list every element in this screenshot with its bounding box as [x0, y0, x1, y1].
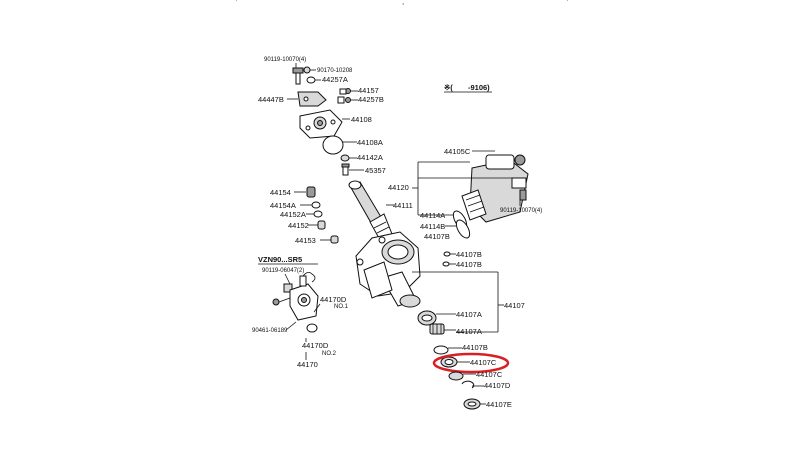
label-44170D-b: 44170D: [302, 341, 329, 350]
part-plug-44152: [317, 220, 326, 230]
part-bolt-45357: [341, 163, 350, 176]
svg-text:※(: ※(: [444, 83, 453, 92]
part-seal-44107C-b: [448, 371, 464, 381]
label-44170D-a: 44170D: [320, 295, 347, 304]
part-fitting-44153: [330, 235, 339, 244]
part-cap-44107E: [463, 398, 481, 410]
part-ring-44154A: [311, 201, 321, 209]
label-44107: 44107: [504, 301, 525, 310]
label-44257A: 44257A: [322, 75, 348, 84]
part-fitting-44157: [339, 88, 351, 95]
label-44107B-a: 44107B: [424, 232, 450, 241]
label-44107C-b: 44107C: [476, 370, 503, 379]
part-ring-44152A: [313, 210, 323, 218]
part-valve-shaft-44111: [348, 180, 393, 241]
part-washer-90170: [303, 66, 311, 74]
label-90119-10070-right: 90119-10070(4): [500, 208, 542, 214]
part-sensor-44170: [272, 272, 319, 321]
label-90461-06189: 90461-06189: [252, 328, 288, 334]
label-44152: 44152: [288, 221, 309, 230]
label-44111: 44111: [393, 201, 413, 210]
part-bearing-44107A-b: [429, 323, 445, 335]
header-mark-3: ': [567, 0, 569, 6]
date-range-note: ※( -9106): [444, 83, 492, 93]
label-44107B-d: 44107B: [462, 343, 488, 352]
label-no1: NO.1: [334, 304, 349, 310]
label-44154: 44154: [270, 188, 291, 197]
label-44107D: 44107D: [484, 381, 511, 390]
label-44257B: 44257B: [358, 95, 384, 104]
label-44107A-a: 44107A: [456, 310, 482, 319]
part-ring-44107B-b: [442, 261, 450, 267]
label-44447B: 44447B: [258, 95, 284, 104]
part-plug-44154: [306, 186, 316, 198]
label-44170: 44170: [297, 360, 318, 369]
label-44105C: 44105C: [444, 147, 471, 156]
label-44114A: 44114A: [420, 211, 445, 220]
part-cover-44108: [299, 109, 343, 139]
label-44157: 44157: [358, 86, 379, 95]
part-ring-44107B-a: [443, 251, 451, 257]
part-oring-44170D-a: [306, 323, 318, 333]
part-seal-44257B: [337, 96, 351, 104]
part-seal-44107B-d: [433, 345, 449, 355]
part-valve-body-44120: [461, 154, 529, 223]
label-no2: NO.2: [322, 351, 337, 357]
label-44107B-b: 44107B: [456, 250, 482, 259]
part-bearing-44107A-a: [417, 310, 437, 326]
svg-text:-9106): -9106): [468, 83, 490, 92]
label-90119-10070-top: 90119-10070(4): [264, 57, 306, 63]
part-seal-44257A: [306, 76, 316, 84]
label-44107C-a: 44107C: [470, 358, 497, 367]
label-vzn-group: VZN90...SR5: [258, 255, 302, 264]
label-44114B: 44114B: [420, 222, 445, 231]
label-44154A: 44154A: [270, 201, 296, 210]
label-90119-06047: 90119-06047(2): [262, 268, 304, 274]
part-washer-44142A: [340, 154, 350, 162]
label-44153: 44153: [295, 236, 316, 245]
label-44152A: 44152A: [280, 210, 306, 219]
label-44108A: 44108A: [357, 138, 383, 147]
header-mark-2: ,: [402, 0, 404, 6]
part-snapring-44107D: [461, 380, 475, 389]
part-seal-44107C-a: [440, 356, 458, 368]
header-mark-1: ': [236, 0, 238, 6]
part-bolt-90119: [292, 67, 304, 85]
label-44142A: 44142A: [357, 153, 383, 162]
label-45357: 45357: [365, 166, 386, 175]
label-44108: 44108: [351, 115, 372, 124]
highlight-ring: [432, 352, 510, 374]
part-oring-44108A: [322, 135, 344, 155]
label-90170-10208: 90170-10208: [317, 68, 353, 74]
label-44120: 44120: [388, 183, 409, 192]
part-bracket-44447B: [297, 91, 327, 107]
part-gear-housing: [355, 231, 421, 308]
label-44107A-b: 44107A: [456, 327, 482, 336]
part-oring-44114B: [455, 219, 471, 239]
label-44107E: 44107E: [486, 400, 512, 409]
label-44107B-c: 44107B: [456, 260, 482, 269]
